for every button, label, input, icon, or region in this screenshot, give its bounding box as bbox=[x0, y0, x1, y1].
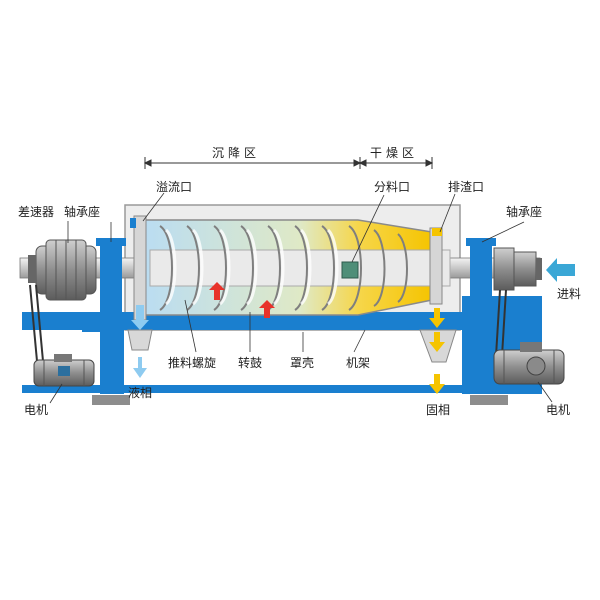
overflow-ring bbox=[133, 215, 147, 321]
right-drive bbox=[493, 247, 542, 291]
label-drum: 转鼓 bbox=[238, 355, 262, 370]
differential-gearbox bbox=[35, 239, 97, 301]
left-motor bbox=[33, 354, 95, 387]
left-pedestal bbox=[100, 312, 124, 394]
overflow-port bbox=[130, 218, 136, 228]
leader-lines bbox=[49, 192, 553, 404]
slag-ring bbox=[429, 227, 443, 305]
label-casing: 罩壳 bbox=[290, 356, 314, 370]
label-feed: 进料 bbox=[557, 287, 581, 301]
screw-hub bbox=[149, 249, 451, 287]
distributor-window bbox=[341, 261, 359, 279]
label-bearing-left: 轴承座 bbox=[64, 204, 100, 219]
flow-arrows bbox=[209, 282, 275, 318]
right-pedestal-inner bbox=[474, 318, 492, 394]
frame-base bbox=[22, 385, 542, 393]
label-frame: 机架 bbox=[346, 356, 370, 370]
left-pulley bbox=[28, 255, 36, 283]
solid-flow-arrows bbox=[429, 308, 445, 394]
right-bearing bbox=[470, 242, 492, 302]
liquid-funnel bbox=[127, 329, 153, 351]
label-screw: 推料螺旋 bbox=[168, 356, 216, 370]
right-belt bbox=[495, 289, 507, 357]
label-slag-outlet: 排渣口 bbox=[448, 180, 484, 194]
right-foot bbox=[470, 395, 508, 405]
zone-settling: 沉降区 bbox=[212, 146, 260, 160]
zone-dimension-lines bbox=[143, 157, 434, 169]
label-liquid-phase: 液相 bbox=[128, 385, 152, 400]
label-distributor: 分料口 bbox=[374, 180, 410, 194]
screw-flights bbox=[159, 225, 408, 311]
right-bearing-cap bbox=[466, 238, 496, 246]
left-foot bbox=[92, 395, 130, 405]
liquid-flow-arrows bbox=[131, 305, 149, 378]
label-bearing-right: 轴承座 bbox=[506, 204, 542, 219]
right-motor bbox=[493, 342, 565, 385]
label-differential: 差速器 bbox=[18, 205, 54, 219]
label-motor-left: 电机 bbox=[24, 403, 48, 417]
frame-beam bbox=[22, 312, 542, 330]
slag-port bbox=[432, 228, 442, 236]
screw-flight-highlights bbox=[164, 228, 339, 306]
label-solid-phase: 固相 bbox=[426, 403, 450, 417]
left-pedestal-web bbox=[82, 312, 100, 332]
feed-arrow bbox=[546, 258, 575, 282]
label-overflow: 溢流口 bbox=[156, 180, 192, 194]
label-motor-right: 电机 bbox=[546, 403, 570, 417]
left-bearing bbox=[100, 242, 122, 314]
zone-drying: 干燥区 bbox=[370, 146, 418, 160]
left-belt bbox=[29, 284, 45, 373]
